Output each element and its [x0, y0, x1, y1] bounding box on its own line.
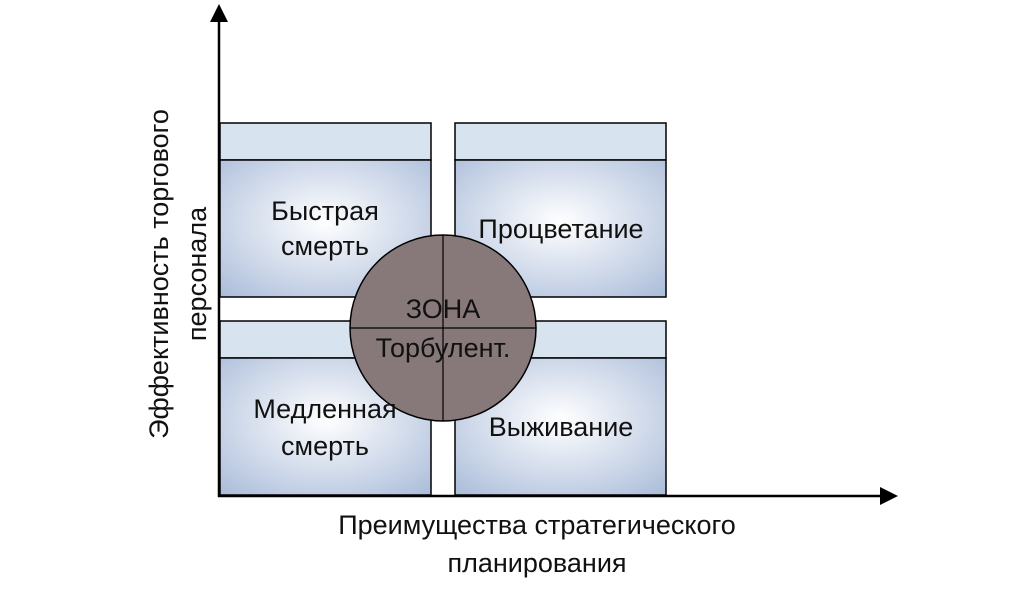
quadrant-slow-death-label-line1: Медленная	[253, 394, 396, 424]
x-axis-label-line2: планирования	[447, 548, 626, 578]
quadrant-prosperity: Процветание	[454, 122, 667, 298]
quadrant-header-bar	[219, 122, 432, 161]
quadrant-label-line1: Быстрая	[271, 196, 379, 226]
zone-label-line2: Торбулент.	[376, 333, 511, 363]
y-axis-arrow-icon	[210, 4, 228, 22]
x-axis-label-line1: Преимущества стратегического	[338, 510, 736, 540]
x-axis-arrow-icon	[880, 487, 898, 505]
quadrant-fast-death: Быстрая смерть	[219, 122, 432, 298]
y-axis	[210, 4, 228, 497]
quadrant-label-line2: смерть	[281, 231, 369, 261]
quadrant-slow-death-label-line2: смерть	[281, 431, 369, 461]
quadrant-header-bar	[454, 122, 667, 161]
quadrant-survival-label-line1: Выживание	[489, 412, 634, 442]
y-axis-label-line2: персонала	[182, 206, 212, 341]
zone-label-line1: ЗОНА	[406, 294, 481, 324]
y-axis-label-line1: Эффективность торгового	[144, 109, 174, 439]
quadrant-label-line1: Процветание	[478, 214, 643, 244]
y-axis-label: Эффективность торгового персонала	[144, 109, 212, 439]
x-axis	[218, 487, 898, 505]
